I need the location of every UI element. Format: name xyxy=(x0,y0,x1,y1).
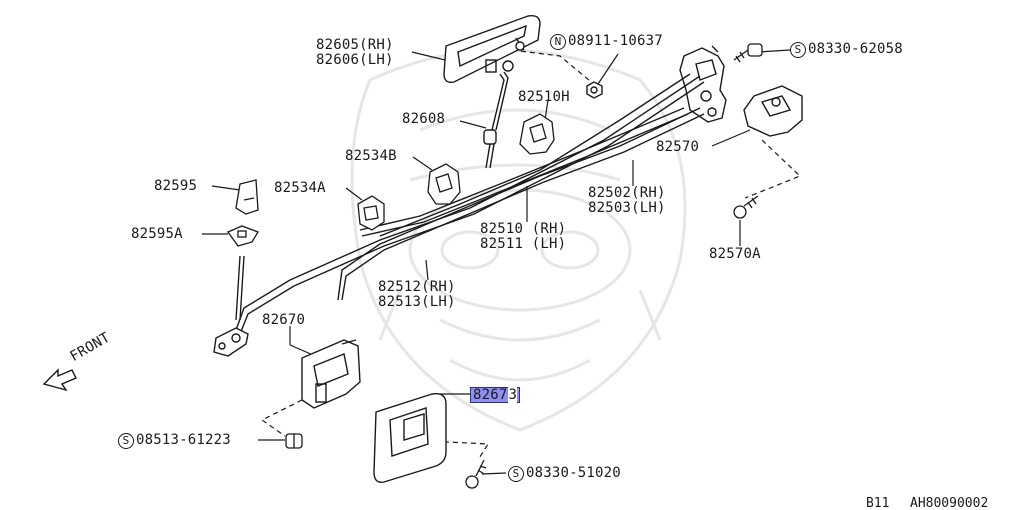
nut-08911 xyxy=(586,81,603,99)
inside-handle-bezel xyxy=(373,393,447,483)
striker-82570 xyxy=(743,85,803,137)
s-mark-icon: S xyxy=(790,42,806,58)
label-82534A[interactable]: 82534A xyxy=(274,180,326,196)
footer-code: B11 xyxy=(866,496,890,510)
n-mark-icon: N xyxy=(550,34,566,50)
label-82595[interactable]: 82595 xyxy=(154,178,198,194)
s-mark-icon: S xyxy=(118,433,134,449)
label-82605-82606[interactable]: 82605(RH) 82606(LH) xyxy=(316,38,394,68)
label-82606: 82606(LH) xyxy=(316,52,394,68)
inside-handle-bracket xyxy=(301,339,361,409)
screw-82570A xyxy=(733,195,759,219)
clip-82510H xyxy=(519,113,555,155)
label-82510: 82510 (RH) xyxy=(480,221,567,237)
label-82503: 82503(LH) xyxy=(588,200,666,216)
screw-08513-61223 xyxy=(285,433,303,449)
label-08330-51020-text: 08330-51020 xyxy=(526,465,621,481)
label-82670[interactable]: 82670 xyxy=(262,312,306,328)
label-08911-text: 08911-10637 xyxy=(568,33,663,49)
label-82502-82503[interactable]: 82502(RH) 82503(LH) xyxy=(588,186,666,216)
dashed-lines xyxy=(260,49,802,461)
label-82608[interactable]: 82608 xyxy=(402,111,446,127)
clip-82595A xyxy=(227,225,259,247)
rod-82608 xyxy=(483,60,514,169)
label-82570A[interactable]: 82570A xyxy=(709,246,761,262)
clip-82534A xyxy=(357,195,385,231)
s-mark-icon: S xyxy=(508,466,524,482)
label-82673-highlighted[interactable]: 82673 xyxy=(470,387,521,403)
label-08330-62058-text: 08330-62058 xyxy=(808,41,903,57)
label-82512-82513[interactable]: 82512(RH) 82513(LH) xyxy=(378,280,456,310)
label-82512: 82512(RH) xyxy=(378,279,456,295)
label-82511: 82511 (LH) xyxy=(480,236,567,252)
label-82570[interactable]: 82570 xyxy=(656,139,700,155)
clip-82534B xyxy=(427,163,461,205)
label-08513-61223-text: 08513-61223 xyxy=(136,432,231,448)
outside-handle xyxy=(443,14,541,84)
label-82502: 82502(RH) xyxy=(588,185,666,201)
label-82605: 82605(RH) xyxy=(316,37,394,53)
rods xyxy=(235,73,705,335)
label-82510-82511[interactable]: 82510 (RH) 82511 (LH) xyxy=(480,222,566,252)
label-82510H[interactable]: 82510H xyxy=(518,89,570,105)
clip-82595 xyxy=(235,179,259,215)
leader-lines xyxy=(202,49,791,475)
label-82595A[interactable]: 82595A xyxy=(131,226,183,242)
footer-figure-id: AH80090002 xyxy=(910,496,989,510)
label-82513: 82513(LH) xyxy=(378,294,456,310)
screw-08330-51020 xyxy=(465,459,487,489)
latch-assembly xyxy=(679,45,727,123)
screw-08330-62058 xyxy=(733,43,763,63)
front-arrow-icon xyxy=(42,368,77,392)
label-82673-tail: 3 xyxy=(507,387,518,403)
label-82673-main: 8267 xyxy=(473,387,508,403)
bell-crank xyxy=(213,327,249,357)
label-82534B[interactable]: 82534B xyxy=(345,148,397,164)
